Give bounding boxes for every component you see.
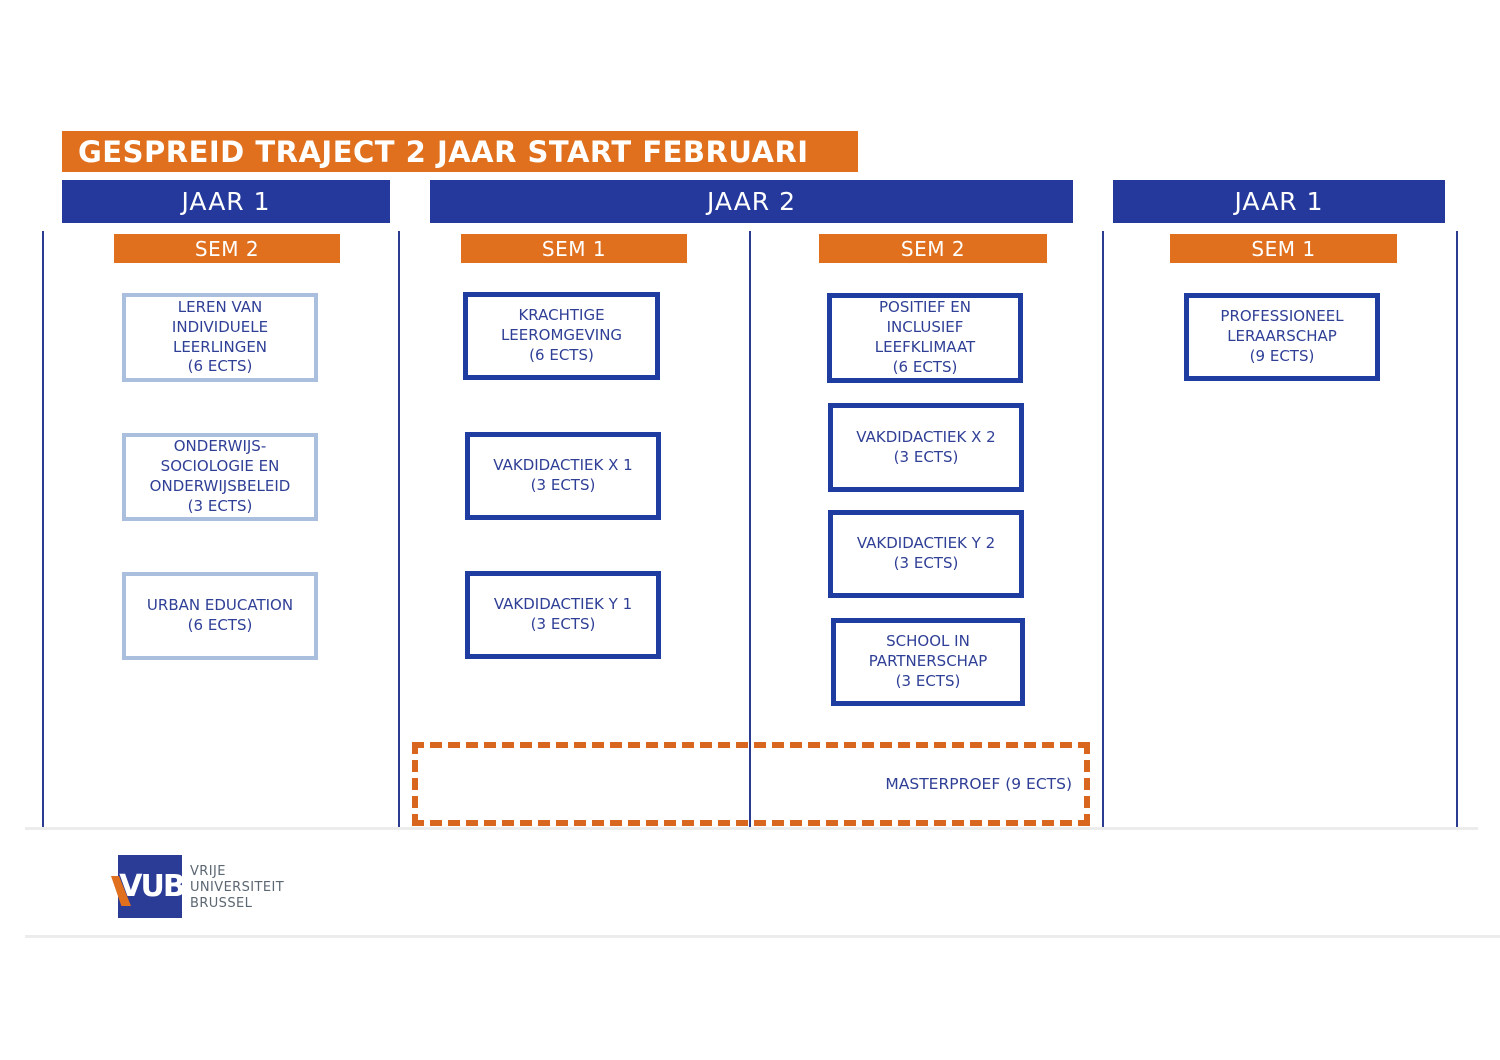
column-line-1 (42, 231, 44, 828)
course-ects: (6 ECTS) (529, 345, 594, 364)
course-name: VAKDIDACTIEK X 1 (493, 456, 633, 475)
masterproef-dashed-box: MASTERPROEF (9 ECTS) (412, 742, 1090, 826)
course-name: VAKDIDACTIEK Y 1 (493, 595, 633, 614)
year-banner-jaar2: JAAR 2 (430, 180, 1073, 223)
column-line-4 (1102, 231, 1104, 828)
slide-edge-line-top (25, 827, 1478, 830)
course-box-urban-education: URBAN EDUCATION (6 ECTS) (122, 572, 318, 660)
year-banner-jaar1-right: JAAR 1 (1113, 180, 1445, 223)
vub-wordmark-line1: VRIJE (190, 864, 226, 879)
masterproef-label: MASTERPROEF (9 ECTS) (885, 775, 1072, 793)
course-ects: (3 ECTS) (530, 476, 596, 494)
course-ects: (3 ECTS) (530, 615, 596, 633)
vub-wordmark-line3: BRUSSEL (190, 896, 253, 911)
course-ects: (6 ECTS) (892, 357, 958, 376)
course-name: PROFESSIONEEL LERAARSCHAP (1220, 307, 1344, 346)
sem-banner-col1: SEM 2 (114, 234, 340, 263)
sem-label: SEM 2 (900, 236, 966, 261)
vub-wordmark: VRIJE UNIVERSITEIT BRUSSEL (190, 864, 284, 912)
column-line-2 (398, 231, 400, 828)
course-ects: (9 ECTS) (1249, 346, 1315, 365)
course-ects: (3 ECTS) (187, 496, 253, 515)
course-box-positief-inclusief-leefklimaat: POSITIEF EN INCLUSIEF LEEFKLIMAAT (6 ECT… (827, 293, 1023, 383)
year-label: JAAR 1 (181, 187, 271, 216)
course-ects: (3 ECTS) (893, 447, 959, 466)
course-name: KRACHTIGE LEEROMGEVING (500, 306, 623, 345)
course-name: SCHOOL IN PARTNERSCHAP (868, 632, 988, 671)
course-box-school-in-partnerschap: SCHOOL IN PARTNERSCHAP (3 ECTS) (831, 618, 1025, 706)
vub-logo: VUB (118, 855, 186, 918)
course-box-vakdidactiek-x2: VAKDIDACTIEK X 2 (3 ECTS) (828, 403, 1024, 492)
course-box-professioneel-leraarschap: PROFESSIONEEL LERAARSCHAP (9 ECTS) (1184, 293, 1380, 381)
course-box-vakdidactiek-x1: VAKDIDACTIEK X 1 (3 ECTS) (465, 432, 661, 520)
sem-banner-col2: SEM 1 (461, 234, 687, 263)
vub-logo-acronym: VUB (119, 869, 185, 904)
sem-banner-col4: SEM 1 (1170, 234, 1397, 263)
year-banner-jaar1-left: JAAR 1 (62, 180, 390, 223)
year-label: JAAR 2 (706, 187, 797, 216)
sem-label: SEM 2 (194, 236, 260, 261)
course-name: VAKDIDACTIEK Y 2 (856, 534, 996, 553)
course-box-leren-van-individuele-leerlingen: LEREN VAN INDIVIDUELE LEERLINGEN (6 ECTS… (122, 293, 318, 382)
course-name: POSITIEF EN INCLUSIEF LEEFKLIMAAT (874, 298, 976, 356)
slide-edge-line-bottom (25, 935, 1500, 938)
vub-wordmark-line2: UNIVERSITEIT (190, 880, 285, 895)
course-box-onderwijssociologie: ONDERWIJS-SOCIOLOGIE EN ONDERWIJSBELEID … (122, 433, 318, 521)
course-name: ONDERWIJS-SOCIOLOGIE EN ONDERWIJSBELEID (149, 437, 291, 495)
title-text: GESPREID TRAJECT 2 JAAR START FEBRUARI (78, 134, 809, 169)
title-banner: GESPREID TRAJECT 2 JAAR START FEBRUARI (62, 131, 858, 172)
course-box-vakdidactiek-y2: VAKDIDACTIEK Y 2 (3 ECTS) (828, 510, 1024, 598)
course-ects: (6 ECTS) (187, 357, 253, 376)
course-name: VAKDIDACTIEK X 2 (856, 427, 996, 446)
course-name: URBAN EDUCATION (146, 596, 294, 615)
column-line-3 (749, 231, 751, 828)
sem-banner-col3: SEM 2 (819, 234, 1047, 263)
course-ects: (6 ECTS) (187, 616, 253, 634)
year-label: JAAR 1 (1234, 187, 1324, 216)
course-ects: (3 ECTS) (895, 671, 961, 690)
sem-label: SEM 1 (541, 236, 607, 261)
course-ects: (3 ECTS) (893, 554, 959, 572)
course-box-krachtige-leeromgeving: KRACHTIGE LEEROMGEVING (6 ECTS) (463, 292, 660, 380)
column-line-5 (1456, 231, 1458, 828)
course-name: LEREN VAN INDIVIDUELE LEERLINGEN (171, 297, 269, 356)
sem-label: SEM 1 (1251, 236, 1316, 261)
course-box-vakdidactiek-y1: VAKDIDACTIEK Y 1 (3 ECTS) (465, 571, 661, 659)
